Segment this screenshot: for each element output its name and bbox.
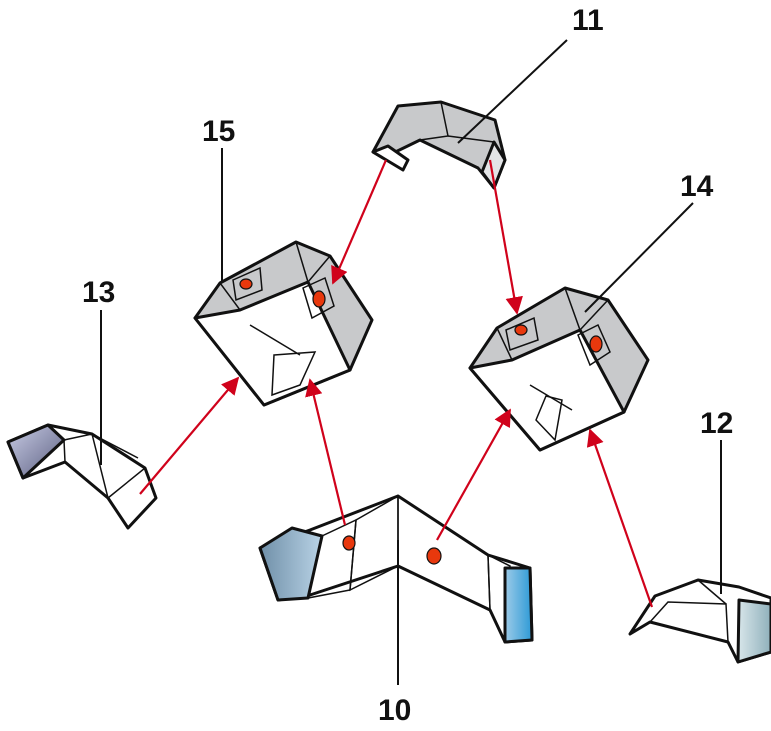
- part-15-box: [193, 240, 374, 407]
- leader-11: [457, 39, 568, 144]
- arrow-10-to-14: [436, 408, 511, 541]
- part-10-bracket: [258, 494, 534, 644]
- hole-15a: [239, 278, 253, 290]
- hole-10a: [342, 535, 356, 551]
- label-11: 11: [572, 4, 604, 37]
- assembly-arrows: [139, 159, 654, 608]
- leader-14: [584, 202, 694, 313]
- arrow-12-to-14: [586, 428, 654, 608]
- reference-numerals: 11 15 14 13 12 10: [82, 4, 733, 727]
- part-14-box: [468, 286, 650, 452]
- label-13: 13: [82, 276, 115, 309]
- arrow-10-to-15: [305, 378, 347, 526]
- label-10: 10: [378, 694, 411, 727]
- part-11-bracket: [371, 100, 507, 190]
- part-13-bracket: [6, 423, 158, 530]
- leader-lines: [100, 39, 722, 685]
- part-12-bracket: [628, 578, 771, 664]
- label-14: 14: [680, 170, 714, 203]
- hole-15b: [312, 290, 326, 308]
- label-12: 12: [700, 407, 733, 440]
- arrow-11-to-15: [331, 159, 388, 285]
- hole-10b: [426, 547, 442, 565]
- hole-14b: [589, 335, 603, 353]
- arrow-13-to-15: [139, 376, 240, 495]
- hole-14a: [514, 324, 528, 336]
- label-15: 15: [202, 115, 235, 148]
- arrow-11-to-14: [488, 159, 523, 315]
